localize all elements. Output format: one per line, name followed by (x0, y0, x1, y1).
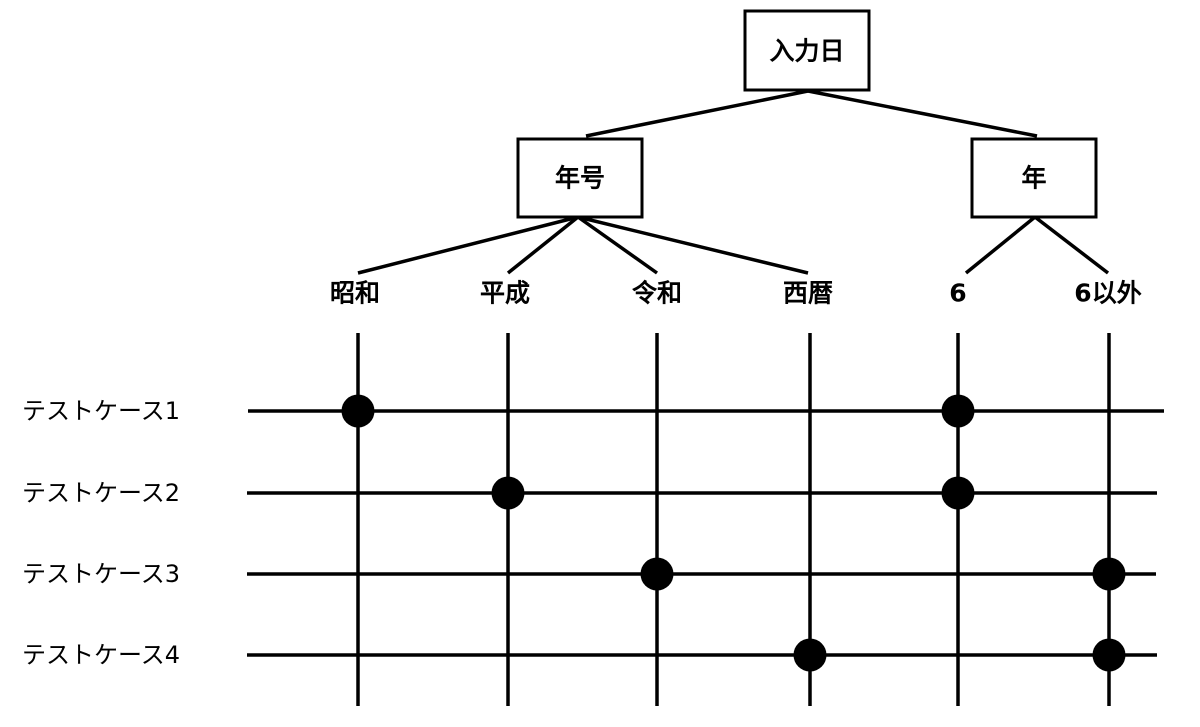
edge-era-showa (357, 215, 579, 275)
test-case-label-1: テストケース1 (22, 397, 180, 425)
edge-root-era (585, 89, 809, 138)
node-year-label: 年 (1021, 164, 1046, 193)
leaf-not-6: 6以外 (1074, 279, 1141, 308)
selection-dot (1092, 557, 1126, 591)
edge-root-year (807, 89, 1038, 138)
edge-era-heisei (506, 215, 580, 275)
selection-dot (1092, 638, 1126, 672)
leaf-6: 6 (949, 279, 966, 308)
leaf-reiwa: 令和 (632, 279, 682, 308)
edge-era-reiwa (576, 215, 659, 275)
edge-year-not6 (1033, 215, 1110, 275)
leaf-seireki: 西暦 (783, 279, 833, 308)
selection-dot (341, 394, 375, 428)
selection-dot (941, 394, 975, 428)
leaf-showa: 昭和 (330, 279, 380, 308)
node-year-box (970, 137, 1098, 219)
selection-dot (491, 476, 525, 510)
edge-year-6 (964, 215, 1037, 275)
edge-era-seireki (577, 215, 809, 275)
node-era-label: 年号 (555, 164, 605, 193)
node-era-box (516, 137, 644, 219)
selection-dots (341, 394, 1126, 672)
selection-dot (941, 476, 975, 510)
horizontal-lines (247, 409, 1164, 657)
node-root-label: 入力日 (769, 37, 844, 66)
selection-dot (640, 557, 674, 591)
node-root-box (743, 9, 871, 92)
node-year: 年 (970, 137, 1098, 219)
test-case-label-3: テストケース3 (22, 560, 180, 588)
test-case-label-2: テストケース2 (22, 479, 180, 507)
leaf-labels: 昭和 平成 令和 西暦 6 6以外 (330, 279, 1142, 308)
test-case-labels: テストケース1 テストケース2 テストケース3 テストケース4 (22, 397, 180, 669)
vertical-lines (356, 333, 1111, 706)
leaf-heisei: 平成 (480, 279, 530, 308)
node-root: 入力日 (743, 9, 871, 92)
tree-edges (357, 89, 1110, 275)
test-case-label-4: テストケース4 (22, 641, 180, 669)
selection-dot (793, 638, 827, 672)
node-era: 年号 (516, 137, 644, 219)
